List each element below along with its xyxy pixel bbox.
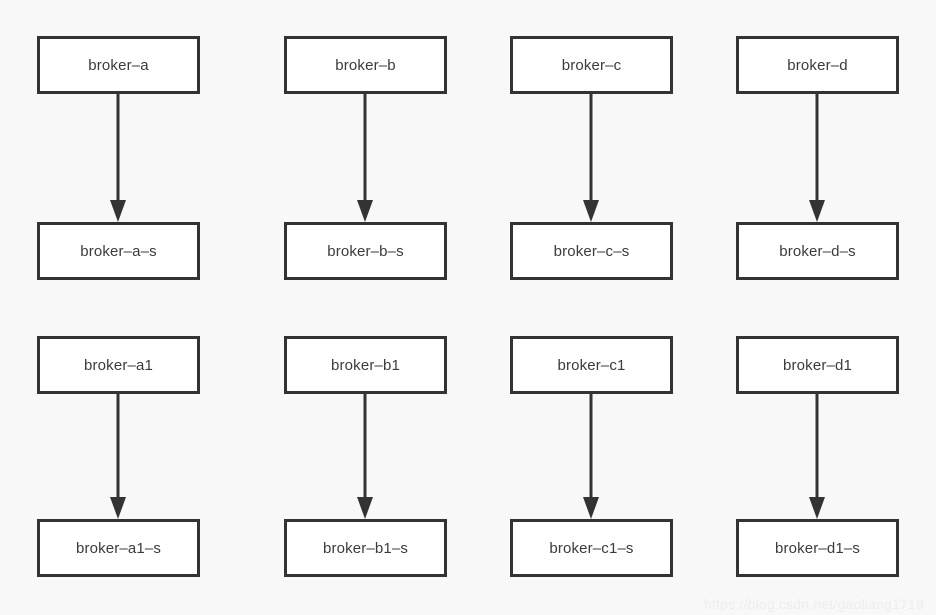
node-label: broker–c–s xyxy=(553,242,630,260)
arrow-head-icon xyxy=(357,497,373,519)
node-label: broker–a1–s xyxy=(75,539,162,557)
node-broker-a1-s[interactable]: broker–a1–s xyxy=(37,519,200,577)
node-broker-c1-s[interactable]: broker–c1–s xyxy=(510,519,673,577)
node-label: broker–a xyxy=(88,56,149,74)
arrow-head-icon xyxy=(583,200,599,222)
node-label: broker–c1–s xyxy=(549,539,634,557)
edge-broker-a1-to-broker-a1-s xyxy=(110,394,126,519)
edge-broker-b1-to-broker-b1-s xyxy=(357,394,373,519)
node-broker-a[interactable]: broker–a xyxy=(37,36,200,94)
node-label: broker–b xyxy=(335,56,396,74)
node-label: broker–d1–s xyxy=(774,539,861,557)
node-broker-b[interactable]: broker–b xyxy=(284,36,447,94)
edge-broker-c1-to-broker-c1-s xyxy=(583,394,599,519)
node-label: broker–a–s xyxy=(80,242,157,260)
node-broker-d-s[interactable]: broker–d–s xyxy=(736,222,899,280)
arrow-head-icon xyxy=(809,200,825,222)
node-broker-b1[interactable]: broker–b1 xyxy=(284,336,447,394)
node-label: broker–d–s xyxy=(779,242,856,260)
node-broker-d1-s[interactable]: broker–d1–s xyxy=(736,519,899,577)
node-broker-d[interactable]: broker–d xyxy=(736,36,899,94)
node-label: broker–c1 xyxy=(557,356,626,374)
watermark-text: https://blog.csdn.net/gaoliang1719 xyxy=(703,596,924,612)
arrow-head-icon xyxy=(583,497,599,519)
arrow-head-icon xyxy=(110,200,126,222)
edge-broker-c-to-broker-c-s xyxy=(583,94,599,222)
edge-broker-b-to-broker-b-s xyxy=(357,94,373,222)
node-label: broker–a1 xyxy=(84,356,153,374)
node-broker-b-s[interactable]: broker–b–s xyxy=(284,222,447,280)
edge-broker-d-to-broker-d-s xyxy=(809,94,825,222)
node-broker-c[interactable]: broker–c xyxy=(510,36,673,94)
node-label: broker–c xyxy=(561,56,622,74)
node-broker-d1[interactable]: broker–d1 xyxy=(736,336,899,394)
edge-broker-a-to-broker-a-s xyxy=(110,94,126,222)
arrow-head-icon xyxy=(110,497,126,519)
node-broker-a1[interactable]: broker–a1 xyxy=(37,336,200,394)
arrow-head-icon xyxy=(357,200,373,222)
node-label: broker–d1 xyxy=(783,356,852,374)
node-label: broker–d xyxy=(787,56,848,74)
node-label: broker–b1 xyxy=(331,356,400,374)
node-broker-c-s[interactable]: broker–c–s xyxy=(510,222,673,280)
node-broker-a-s[interactable]: broker–a–s xyxy=(37,222,200,280)
node-broker-b1-s[interactable]: broker–b1–s xyxy=(284,519,447,577)
edge-broker-d1-to-broker-d1-s xyxy=(809,394,825,519)
node-label: broker–b–s xyxy=(327,242,404,260)
node-broker-c1[interactable]: broker–c1 xyxy=(510,336,673,394)
arrow-head-icon xyxy=(809,497,825,519)
node-label: broker–b1–s xyxy=(322,539,409,557)
